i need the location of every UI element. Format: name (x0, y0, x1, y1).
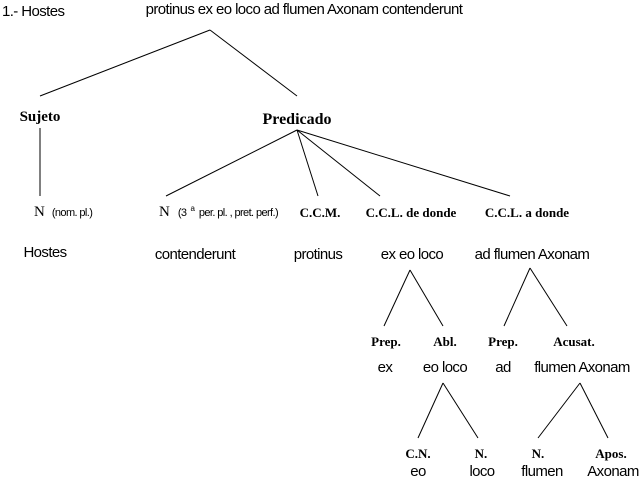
word-loco: loco (469, 463, 494, 480)
ccl-de-donde-label: C.C.L. de donde (366, 205, 457, 220)
branch-eoloco-n (442, 382, 479, 439)
word-ad: ad (495, 359, 511, 376)
branch-flumenaxonam-apos (579, 382, 609, 439)
word-axonam: Axonam (587, 463, 639, 480)
n-subject-label: N (nom. pl.) (34, 203, 92, 220)
word-ex: ex (378, 359, 394, 376)
abl-label: Abl. (433, 334, 456, 349)
word-hostes: Hostes (23, 244, 66, 261)
cn-label: C.N. (405, 446, 430, 461)
branch-adflumen-acusat (529, 267, 568, 327)
sujeto-label: Sujeto (20, 109, 61, 125)
word-flumen-axonam: flumen Axonam (534, 359, 630, 376)
prep-label-ad: Prep. (488, 334, 518, 349)
branch-root-predicado (209, 29, 298, 97)
word-eo: eo (410, 463, 426, 480)
n-verb-note-superscript: a (190, 204, 195, 213)
branch-exeoloco-abl (409, 269, 444, 327)
n-verb-note-open: (3 (178, 207, 187, 219)
branch-exeoloco-prep (383, 269, 411, 327)
word-flumen: flumen (521, 463, 563, 480)
prep-label-ex: Prep. (371, 334, 401, 349)
n-subject-letter: N (34, 204, 45, 220)
predicado-label: Predicado (262, 111, 331, 128)
n-verb-label: N (3 a per. pl. , pret. perf.) (159, 198, 278, 220)
branch-predicado-ccm (296, 129, 319, 197)
ccl-a-donde-label: C.C.L. a donde (485, 205, 569, 220)
n-verb-letter: N (159, 204, 170, 220)
word-protinus: protinus (294, 246, 343, 263)
n-label-loco: N. (475, 446, 488, 461)
branch-predicado-ccl-adonde (296, 129, 511, 197)
branch-flumenaxonam-n (537, 382, 581, 439)
acusat-label: Acusat. (553, 334, 595, 349)
word-contenderunt: contenderunt (155, 246, 237, 263)
ccm-label: C.C.M. (300, 205, 341, 220)
n-subject-note: (nom. pl.) (52, 207, 92, 219)
word-eo-loco: eo loco (423, 359, 467, 376)
n-label-flumen: N. (532, 446, 545, 461)
branch-root-sujeto (39, 29, 211, 97)
branch-eoloco-cn (417, 382, 444, 439)
apos-label: Apos. (595, 446, 626, 461)
n-verb-note-rest: per. pl. , pret. perf.) (199, 207, 278, 219)
word-ex-eo-loco: ex eo loco (381, 246, 444, 263)
word-ad-flumen-axonam: ad flumen Axonam (475, 246, 590, 263)
branch-predicado-n (165, 129, 298, 197)
branch-adflumen-prep (503, 267, 531, 327)
root-sentence: protinus ex eo loco ad flumen Axonam con… (146, 1, 464, 18)
exercise-heading: 1.- Hostes (2, 3, 64, 20)
branch-predicado-ccl-donde (296, 129, 381, 197)
tree-branches (39, 29, 609, 439)
